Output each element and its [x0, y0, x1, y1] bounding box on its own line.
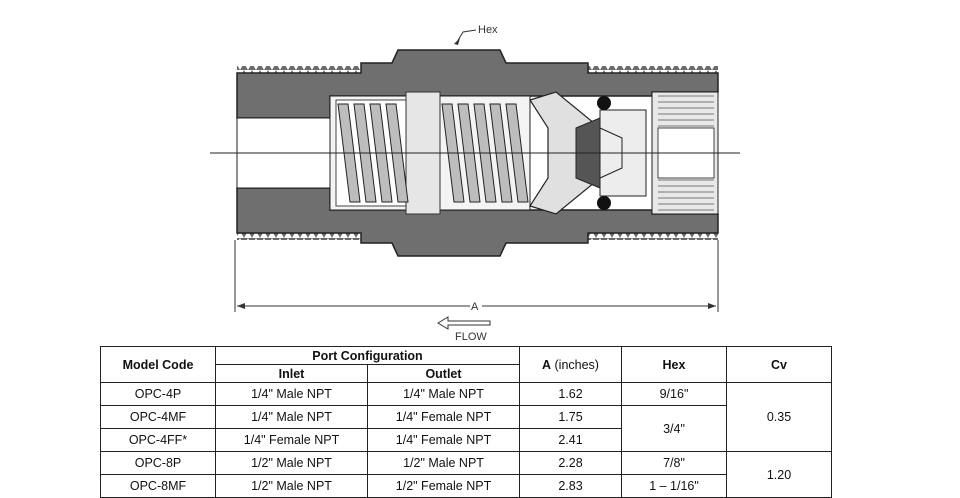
hex-callout: Hex	[454, 24, 498, 45]
cell-outlet: 1/4" Male NPT	[367, 382, 520, 406]
dimension-a: A	[234, 240, 719, 313]
cell-a: 2.41	[519, 428, 622, 452]
header-cv: Cv	[726, 346, 832, 383]
cell-hex: 7/8"	[621, 451, 727, 475]
cell-model: OPC-8MF	[100, 474, 216, 498]
cell-a: 2.83	[519, 474, 622, 498]
cell-outlet: 1/4" Female NPT	[367, 405, 520, 429]
cell-outlet: 1/2" Male NPT	[367, 451, 520, 475]
cell-inlet: 1/2" Male NPT	[215, 451, 368, 475]
cell-inlet: 1/4" Male NPT	[215, 405, 368, 429]
header-a-letter: A	[542, 357, 552, 372]
table-row: OPC-4FF* 1/4" Female NPT 1/4" Female NPT…	[100, 428, 832, 452]
table-row: OPC-4MF 1/4" Male NPT 1/4" Female NPT 1.…	[100, 405, 832, 452]
cell-outlet: 1/2" Female NPT	[367, 474, 520, 498]
header-a-unit: (inches)	[554, 357, 599, 372]
flow-label: FLOW	[455, 331, 487, 343]
cell-hex: 1 – 1/16"	[621, 474, 727, 498]
header-inlet: Inlet	[215, 364, 368, 383]
table-row: OPC-8MF 1/2" Male NPT 1/2" Female NPT 2.…	[100, 474, 832, 498]
cell-a: 2.28	[519, 451, 622, 475]
cell-inlet: 1/2" Male NPT	[215, 474, 368, 498]
cell-hex: 3/4"	[621, 405, 727, 452]
hex-label: Hex	[478, 24, 498, 36]
cell-outlet: 1/4" Female NPT	[367, 428, 520, 452]
cell-model: OPC-4MF	[100, 405, 216, 429]
cell-a: 1.75	[519, 405, 622, 429]
specification-table: Model Code Port Configuration A (inches)…	[100, 346, 832, 498]
flow-indicator: FLOW	[437, 316, 491, 343]
cell-cv: 0.35	[726, 382, 832, 452]
o-ring-bottom	[597, 196, 611, 210]
table-row: OPC-4P 1/4" Male NPT 1/4" Male NPT 1.62 …	[100, 382, 832, 452]
cell-model: OPC-8P	[100, 451, 216, 475]
o-ring-top	[597, 96, 611, 110]
cell-cv: 1.20	[726, 451, 832, 498]
header-hex: Hex	[621, 346, 727, 383]
dimension-a-label: A	[471, 301, 479, 313]
table-row: OPC-8P 1/2" Male NPT 1/2" Male NPT 2.28 …	[100, 451, 832, 498]
cell-model: OPC-4P	[100, 382, 216, 406]
cell-inlet: 1/4" Male NPT	[215, 382, 368, 406]
header-outlet: Outlet	[367, 364, 520, 383]
cell-model: OPC-4FF*	[100, 428, 216, 452]
header-a: A (inches)	[519, 346, 622, 383]
cell-hex: 9/16"	[621, 382, 727, 406]
check-valve-cross-section: Hex	[210, 24, 740, 343]
header-port-configuration: Port Configuration	[215, 346, 520, 365]
cell-inlet: 1/4" Female NPT	[215, 428, 368, 452]
header-model-code: Model Code	[100, 346, 216, 383]
cell-a: 1.62	[519, 382, 622, 406]
